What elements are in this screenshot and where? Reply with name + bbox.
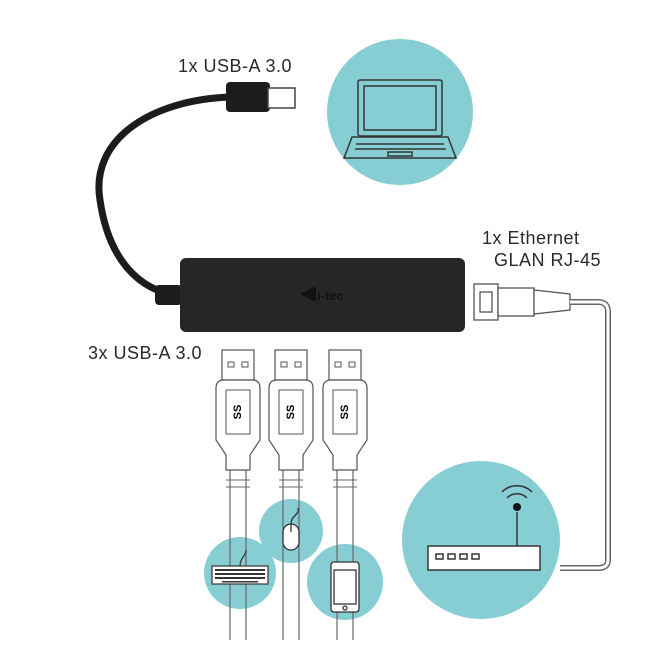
ethernet-label-line2: GLAN RJ-45 (494, 250, 602, 270)
svg-text:i-tec: i-tec (317, 288, 344, 303)
laptop-circle (327, 39, 473, 185)
router-icon (427, 485, 541, 571)
ethernet-label-line1: 1x Ethernet (482, 228, 580, 248)
usb-input-plug (226, 82, 270, 112)
usb-input-tip (267, 87, 296, 109)
laptop-icon (342, 79, 458, 159)
usb-output-label: 3x USB-A 3.0 (88, 343, 203, 363)
ethernet-cable (560, 299, 611, 571)
superspeed-usb-icon: SS (285, 405, 297, 420)
usb-output-plug-2: SS (268, 349, 314, 488)
ethernet-plug (473, 283, 571, 321)
wifi-dot-icon (513, 503, 521, 511)
cable-strain-relief (155, 285, 182, 305)
superspeed-usb-icon: SS (232, 405, 244, 420)
usb-output-plug-1: SS (215, 349, 261, 488)
router-circle (402, 461, 560, 619)
phone-icon (330, 561, 360, 613)
usb-input-label: 1x USB-A 3.0 (178, 56, 293, 76)
usb-hub (180, 258, 465, 332)
usb-output-plug-3: SS (322, 349, 368, 488)
mouse-icon (282, 507, 300, 551)
i-tec-logo: i-tec (300, 286, 344, 303)
usb-input-cable (95, 93, 231, 299)
keyboard-icon (211, 549, 269, 585)
superspeed-usb-icon: SS (339, 405, 351, 420)
